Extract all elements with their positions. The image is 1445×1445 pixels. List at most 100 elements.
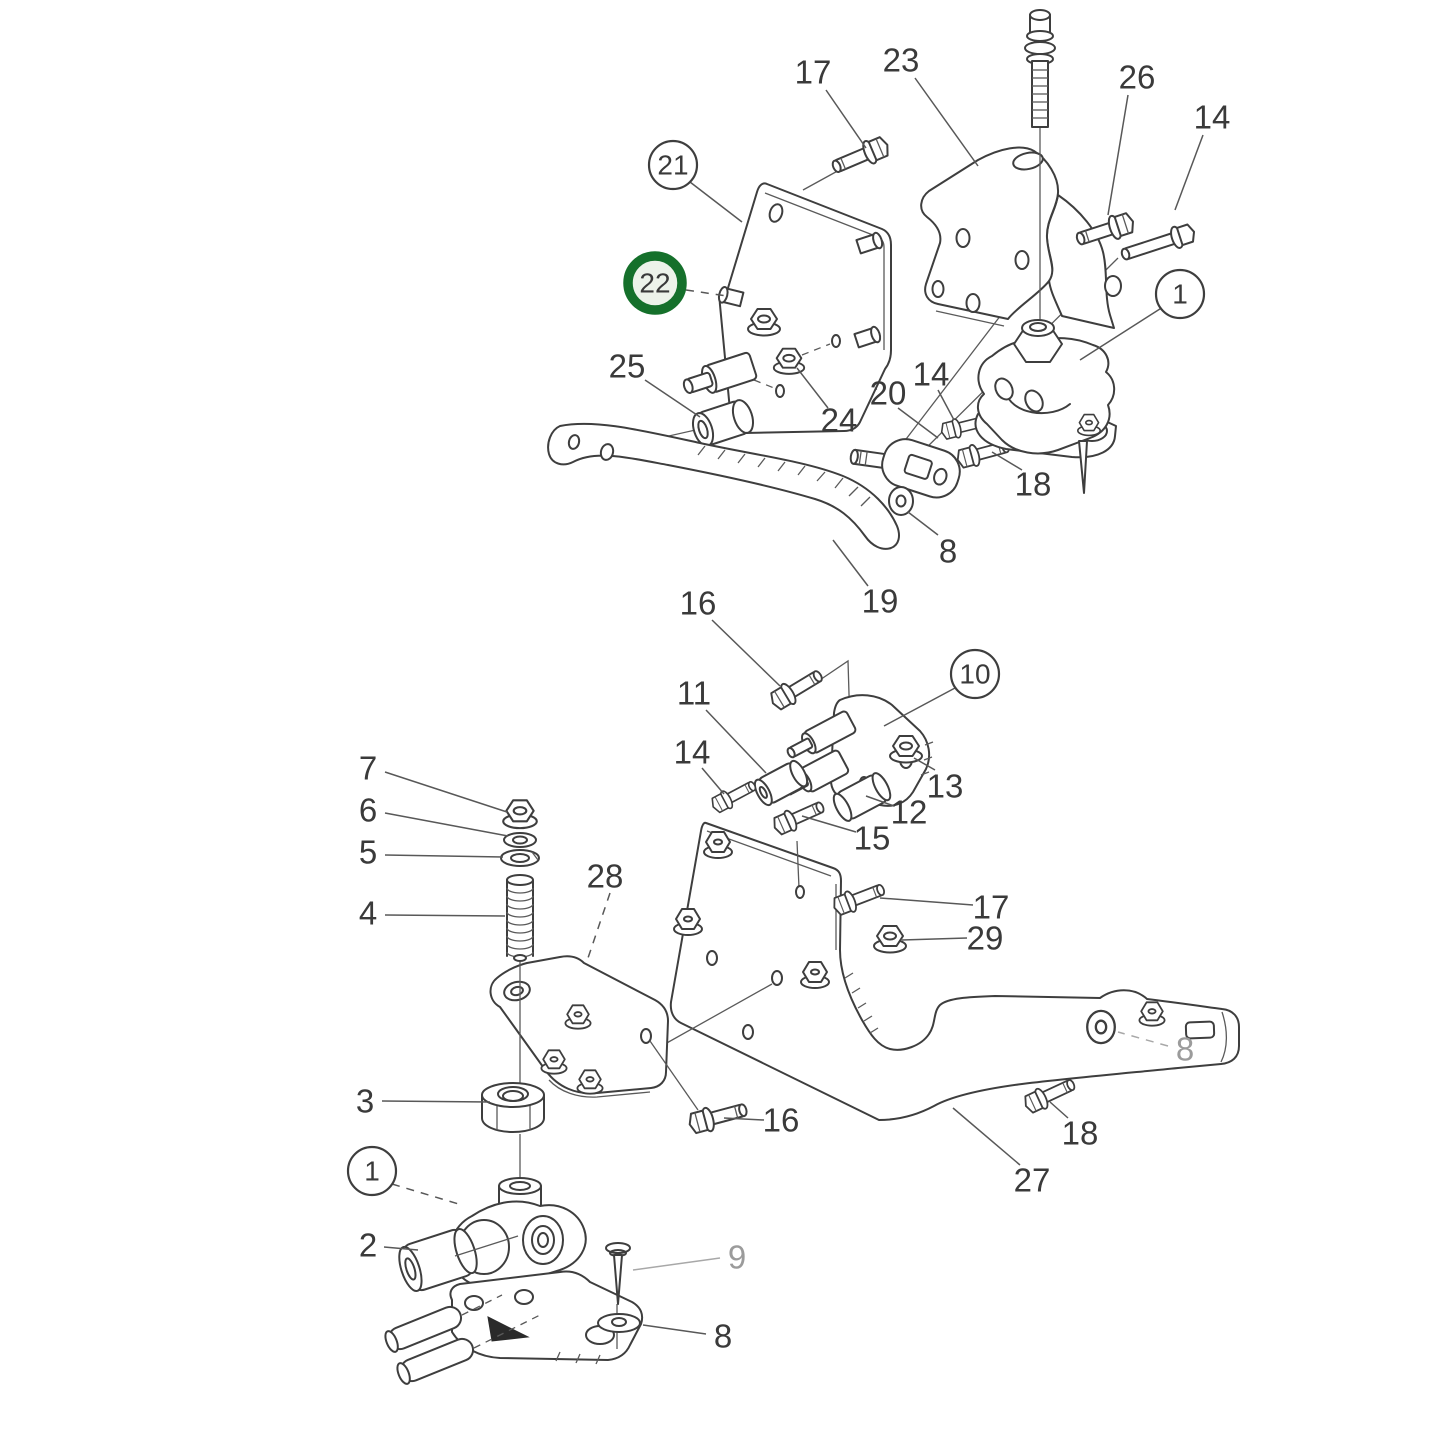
dowel-pin-2 xyxy=(396,1337,475,1385)
callout-10[interactable]: 10 xyxy=(883,648,1001,727)
callout-leader-line xyxy=(914,77,979,167)
link-bracket-cluster xyxy=(849,410,1013,516)
part-number-label: 24 xyxy=(821,402,858,439)
callout-leader-line xyxy=(865,795,895,807)
part-number-label: 26 xyxy=(1119,59,1156,96)
callout-leader-line xyxy=(796,367,829,409)
part-number-label: 17 xyxy=(795,54,832,91)
bushing-12 xyxy=(832,772,892,822)
callout-leader-line xyxy=(381,1100,491,1103)
plate-hatching xyxy=(844,972,879,1034)
callout-25[interactable]: 25 xyxy=(609,348,701,418)
part-number-label: 11 xyxy=(677,675,711,712)
callout-leader-line xyxy=(897,407,939,439)
callout-leader-line xyxy=(1049,1101,1069,1119)
callout-18[interactable]: 18 xyxy=(991,451,1052,503)
callout-29[interactable]: 29 xyxy=(901,920,1003,957)
callout-leader-line xyxy=(705,709,767,774)
callout-leader-line xyxy=(801,815,857,833)
callout-8[interactable]: 8 xyxy=(907,511,957,570)
part-number-label: 10 xyxy=(959,659,990,690)
callout-leader-line xyxy=(879,897,974,906)
callout-14[interactable]: 14 xyxy=(674,734,725,795)
fastener-stack xyxy=(500,799,540,1184)
callout-9[interactable]: 9 xyxy=(632,1239,746,1276)
callout-7[interactable]: 7 xyxy=(359,750,508,813)
part-number-label: 25 xyxy=(609,348,646,385)
callout-leader-line xyxy=(901,937,968,941)
part-number-label: 1 xyxy=(364,1156,380,1187)
threaded-stud-4 xyxy=(506,874,534,962)
callout-leader-line xyxy=(685,289,728,297)
callout-20[interactable]: 20 xyxy=(870,375,939,439)
part-number-label: 2 xyxy=(359,1227,377,1264)
mount-stud-on-plate xyxy=(682,351,758,394)
callout-11[interactable]: 11 xyxy=(677,675,767,774)
callout-4[interactable]: 4 xyxy=(359,895,506,932)
dowel-pin-1 xyxy=(384,1305,463,1353)
callout-ring xyxy=(346,1145,398,1197)
lower-assembly xyxy=(384,659,1240,1385)
callout-27[interactable]: 27 xyxy=(952,1107,1050,1199)
callout-leader-line xyxy=(991,451,1023,471)
callout-12[interactable]: 12 xyxy=(865,794,927,831)
bracket-10-cluster xyxy=(707,659,934,839)
callout-14[interactable]: 14 xyxy=(913,356,955,421)
callout-23[interactable]: 23 xyxy=(883,42,979,167)
callout-5[interactable]: 5 xyxy=(359,834,504,871)
stud-with-cap-nut xyxy=(1024,9,1056,322)
arm-hatching xyxy=(697,445,871,507)
part-number-label: 23 xyxy=(883,42,920,79)
callout-24[interactable]: 24 xyxy=(796,367,858,439)
callout-leader-line xyxy=(701,767,725,795)
callout-22-highlighted[interactable]: 22 xyxy=(623,251,728,315)
callout-leader-line xyxy=(1079,306,1164,361)
bushing-stud-top xyxy=(786,710,857,759)
callout-leader-line xyxy=(644,379,701,418)
part-number-label: 8 xyxy=(1176,1031,1194,1068)
callout-15[interactable]: 15 xyxy=(801,815,890,857)
callout-13[interactable]: 13 xyxy=(913,757,963,805)
callout-leader-line xyxy=(384,771,508,813)
callout-28[interactable]: 28 xyxy=(587,858,624,959)
bracket-10-plate xyxy=(829,694,931,807)
callout-19[interactable]: 19 xyxy=(832,539,898,620)
callout-18[interactable]: 18 xyxy=(1049,1101,1098,1152)
callout-17[interactable]: 17 xyxy=(795,54,867,149)
callout-1[interactable]: 1 xyxy=(346,1145,463,1206)
callout-leader-line xyxy=(937,389,955,421)
callout-leader-line xyxy=(384,914,506,917)
washer-8-arm xyxy=(1086,1009,1116,1045)
callout-3[interactable]: 3 xyxy=(356,1083,491,1120)
callout-16[interactable]: 16 xyxy=(680,585,781,687)
callout-leader-line xyxy=(587,892,611,959)
callout-leader-line xyxy=(832,539,869,587)
callout-leader-line xyxy=(723,1117,765,1121)
callout-2[interactable]: 2 xyxy=(359,1227,419,1264)
engine-mount-1-lower xyxy=(384,1177,644,1385)
callout-17[interactable]: 17 xyxy=(879,889,1009,926)
part-number-label: 6 xyxy=(359,792,377,829)
callout-ring xyxy=(1154,268,1206,320)
part-number-label: 5 xyxy=(359,834,377,871)
lock-washer-5 xyxy=(500,849,540,867)
part-number-label: 18 xyxy=(1015,466,1052,503)
part-number-label: 16 xyxy=(763,1102,800,1139)
callout-8[interactable]: 8 xyxy=(1117,1031,1194,1068)
flange-nut-29 xyxy=(873,925,907,954)
callout-1[interactable]: 1 xyxy=(1079,268,1206,361)
callout-21[interactable]: 21 xyxy=(647,139,743,223)
callout-14[interactable]: 14 xyxy=(1174,99,1230,211)
callout-8[interactable]: 8 xyxy=(642,1318,732,1355)
part-number-label: 9 xyxy=(728,1239,746,1276)
callout-6[interactable]: 6 xyxy=(359,792,509,837)
part-number-label: 3 xyxy=(356,1083,374,1120)
bolt-15 xyxy=(769,795,829,839)
callout-26[interactable]: 26 xyxy=(1107,59,1156,216)
callout-16[interactable]: 16 xyxy=(723,1102,800,1139)
support-arm-19 xyxy=(547,422,900,550)
part-number-label: 8 xyxy=(714,1318,732,1355)
bolt-14-lower xyxy=(707,775,760,817)
